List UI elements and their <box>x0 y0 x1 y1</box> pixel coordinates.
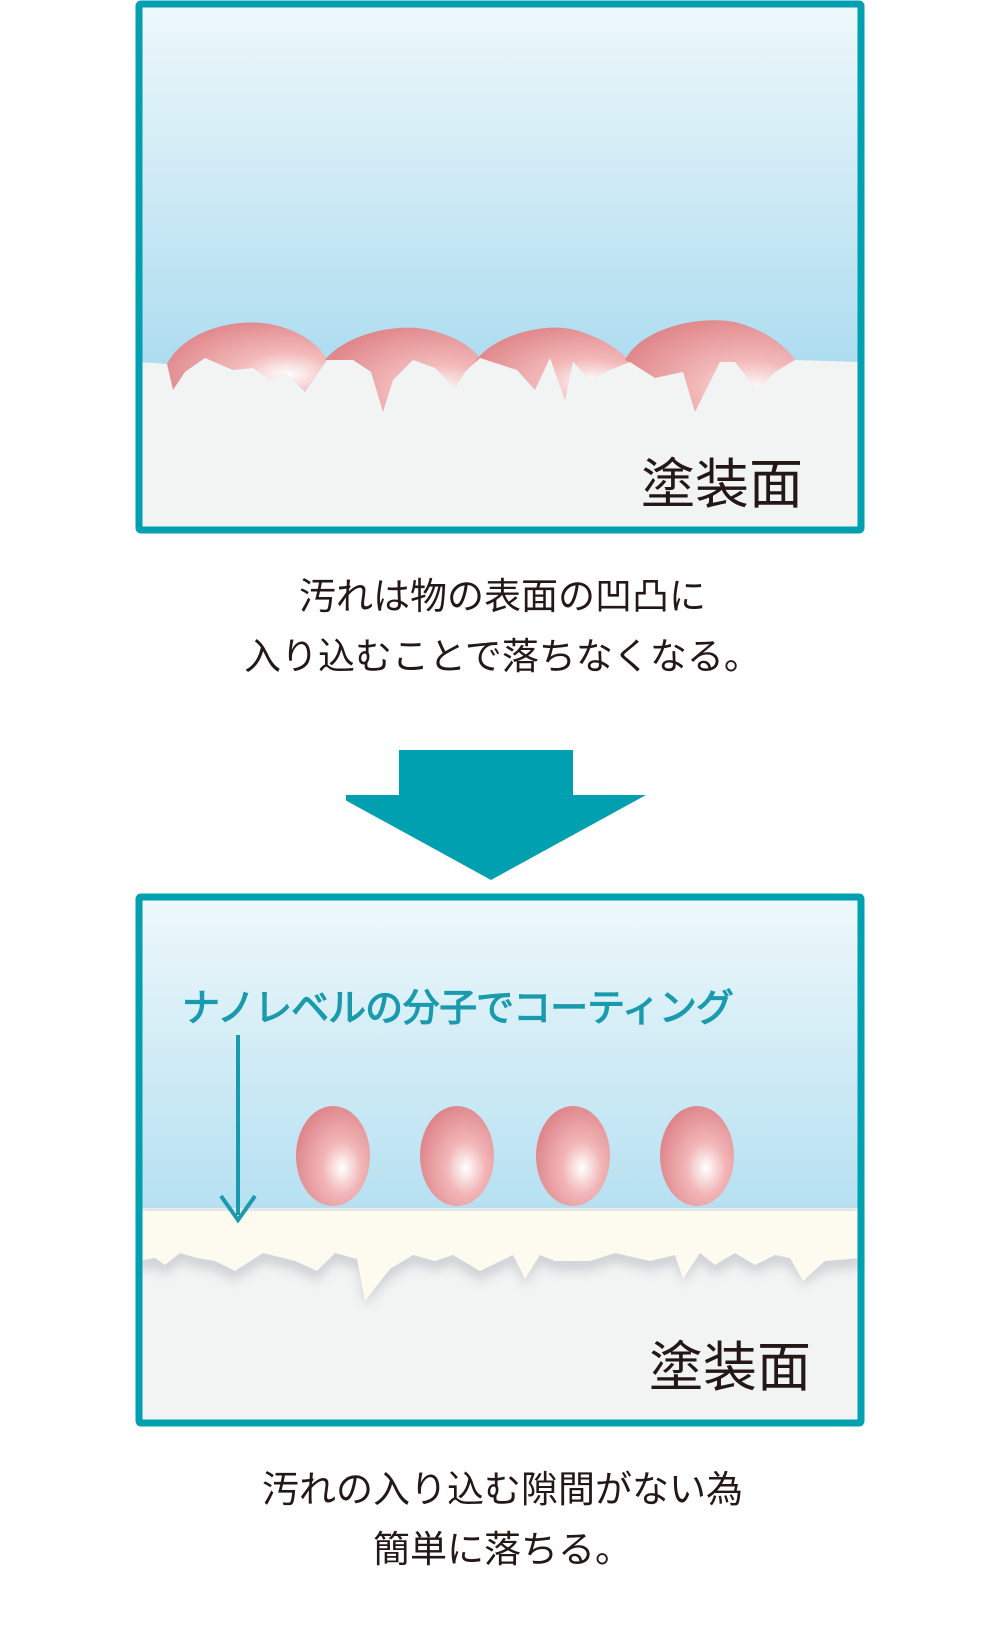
dirt-particle <box>536 1106 610 1206</box>
dirt-particles <box>296 1106 734 1206</box>
bottom-panel-frame <box>135 893 865 1427</box>
top-illustration <box>135 0 865 534</box>
bottom-illustration <box>135 893 865 1427</box>
bottom-caption-line2: 簡単に落ちる。 <box>373 1528 632 1571</box>
dirt-particle <box>420 1106 494 1206</box>
top-panel: 塗装面 <box>135 0 865 540</box>
top-surface-label: 塗装面 <box>641 453 803 516</box>
dirt-blob <box>475 327 630 400</box>
top-caption-line1: 汚れは物の表面の凹凸に <box>299 575 706 618</box>
nano-coating-layer <box>139 1211 861 1301</box>
bottom-panel: ナノレベルの分子でコーティング 塗装面 <box>135 893 865 1433</box>
bottom-surface-label: 塗装面 <box>649 1336 811 1399</box>
top-caption-line2: 入り込むことで落ちなくなる。 <box>244 635 761 678</box>
bottom-caption: 汚れの入り込む隙間がない為 簡単に落ちる。 <box>0 1460 1005 1580</box>
coating-label: ナノレベルの分子でコーティング <box>182 986 734 1030</box>
dirt-blob <box>625 320 795 412</box>
top-panel-frame <box>135 0 865 534</box>
dirt-particles <box>167 320 795 412</box>
dirt-blob <box>167 322 327 392</box>
painted-surface <box>139 358 861 530</box>
down-arrow-icon <box>346 750 646 880</box>
coating-pointer-arrow-icon <box>219 1035 257 1224</box>
dirt-blob <box>325 327 480 412</box>
dirt-particle <box>660 1106 734 1206</box>
bottom-caption-line1: 汚れの入り込む隙間がない為 <box>262 1468 743 1511</box>
top-caption: 汚れは物の表面の凹凸に 入り込むことで落ちなくなる。 <box>0 567 1005 687</box>
dirt-particle <box>296 1106 370 1206</box>
